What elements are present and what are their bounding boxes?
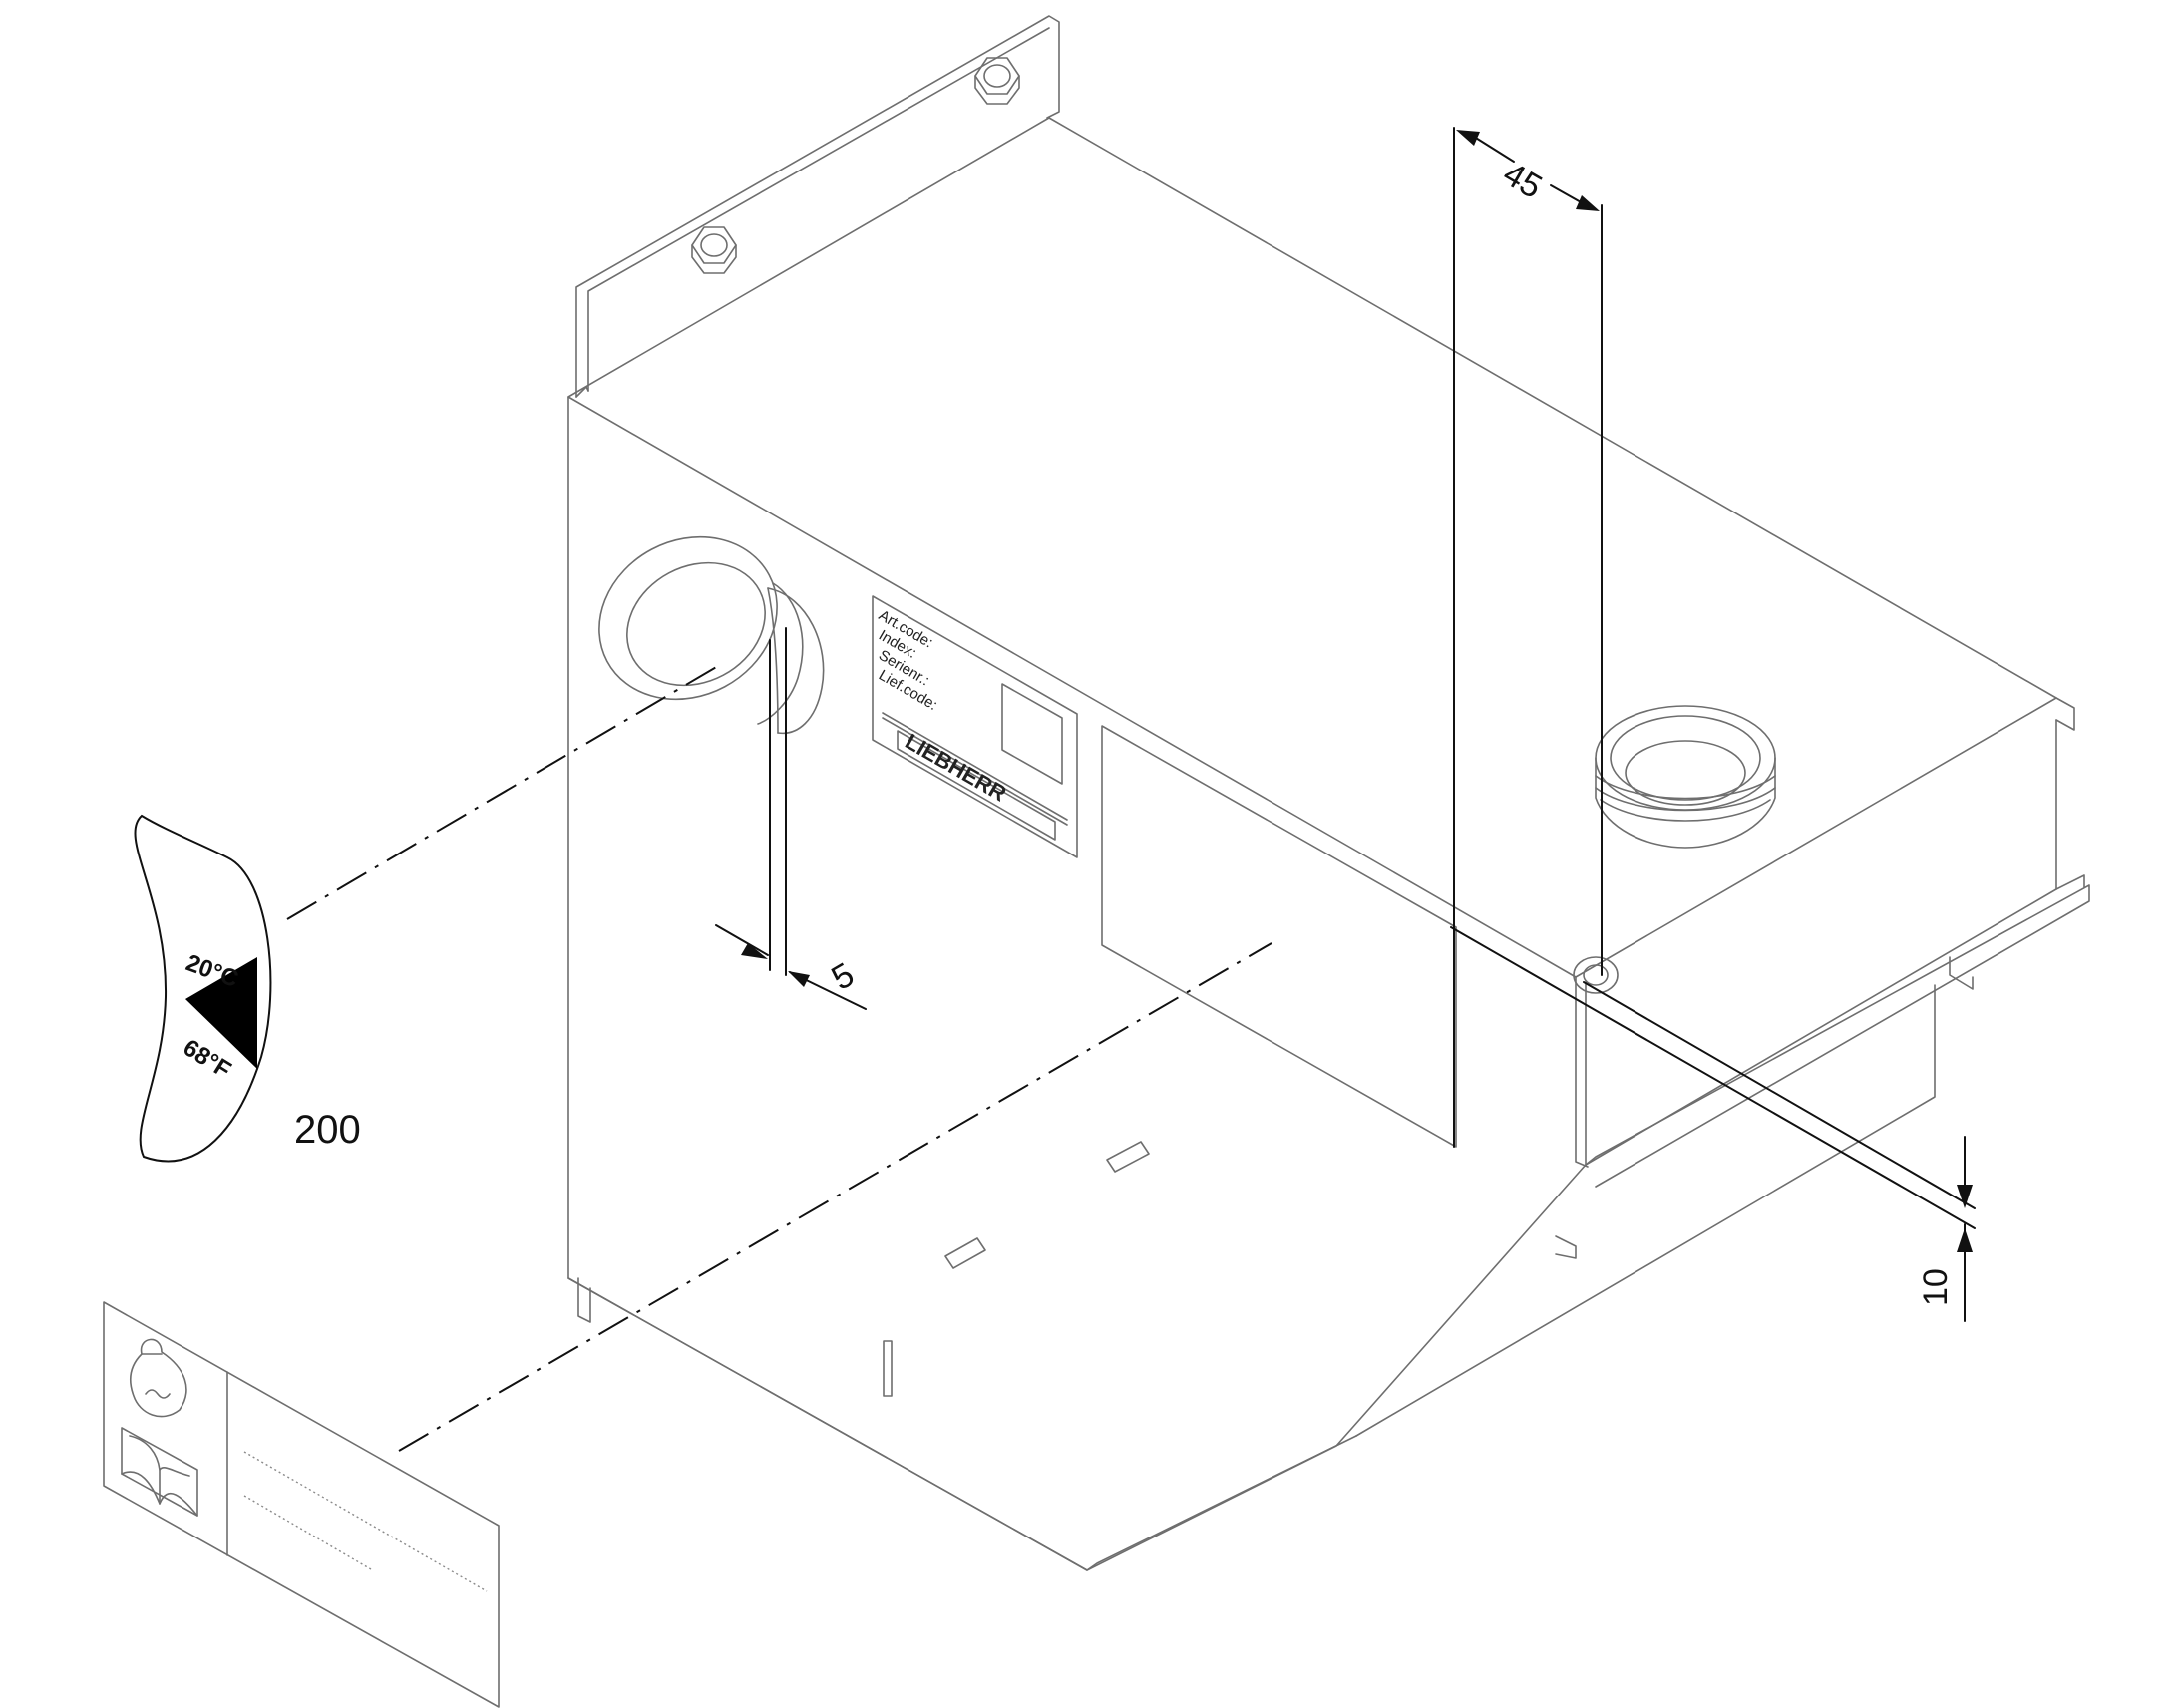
nameplate-brand: LIEBHERR: [902, 729, 1011, 807]
item-number-label: 200: [294, 1108, 361, 1152]
manual-book-icon: [121, 1427, 198, 1517]
gauge-grommet: [598, 535, 804, 725]
filler-neck: [1595, 705, 1776, 849]
dimension-10: 10: [1450, 926, 1976, 1322]
dimension-label-10: 10: [1917, 1268, 1955, 1306]
temperature-indicator-triangle: [185, 957, 257, 1069]
assembly-line-decal: [286, 665, 719, 920]
decal-fahrenheit: 68°F: [179, 1034, 236, 1084]
dimension-45: 45: [1453, 127, 1603, 1148]
nameplate: Art.code: Index: Serienr.: Lief.code: LI…: [872, 595, 1078, 858]
flange-nut: [691, 226, 737, 274]
info-label-plate: [103, 1301, 500, 1708]
dimension-label-45: 45: [1497, 155, 1549, 206]
temperature-decal: 20°C 68°F 200: [134, 814, 361, 1163]
flange-nut: [974, 57, 1020, 105]
sight-glass-lens: [767, 587, 825, 735]
tank-housing: [567, 15, 2090, 1571]
assembly-centerlines: [286, 665, 1272, 1452]
assembly-line-label: [398, 942, 1272, 1452]
oil-level-icon: [129, 1338, 187, 1418]
dimension-5: 5: [715, 627, 867, 1010]
corner-ring: [1573, 956, 1619, 994]
